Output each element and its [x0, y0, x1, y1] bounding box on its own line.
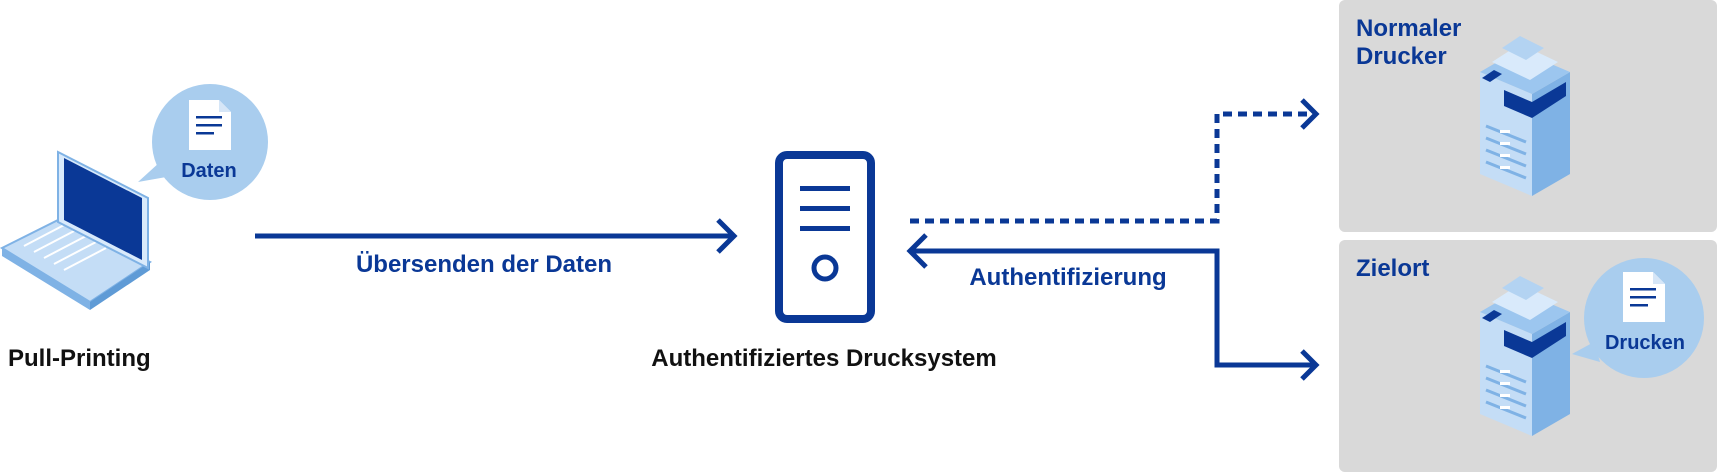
document-icon — [1623, 272, 1665, 322]
normal-printer-title-line2: Drucker — [1356, 43, 1447, 70]
laptop-icon — [0, 150, 152, 310]
data-bubble-label: Daten — [181, 160, 237, 182]
normal-printer-title-line1: Normaler — [1356, 15, 1461, 42]
send-data-arrow — [255, 218, 738, 254]
authentication-arrow — [906, 233, 1320, 381]
print-speech-bubble: Drucken — [1572, 258, 1704, 378]
authentication-label: Authentifizierung — [969, 264, 1166, 291]
print-bubble-label: Drucken — [1605, 332, 1685, 354]
data-speech-bubble: Daten — [138, 84, 268, 200]
dotted-path-arrow — [910, 98, 1320, 224]
destination-title: Zielort — [1356, 255, 1429, 282]
destination-printer-panel: Zielort Drucken — [1339, 240, 1717, 472]
source-label: Pull-Printing — [8, 345, 151, 372]
server-icon — [775, 151, 875, 323]
normal-printer-panel: Normaler Drucker — [1339, 0, 1717, 232]
server-label: Authentifiziertes Drucksystem — [651, 345, 996, 372]
document-icon — [189, 100, 231, 150]
send-data-label: Übersenden der Daten — [356, 251, 612, 278]
